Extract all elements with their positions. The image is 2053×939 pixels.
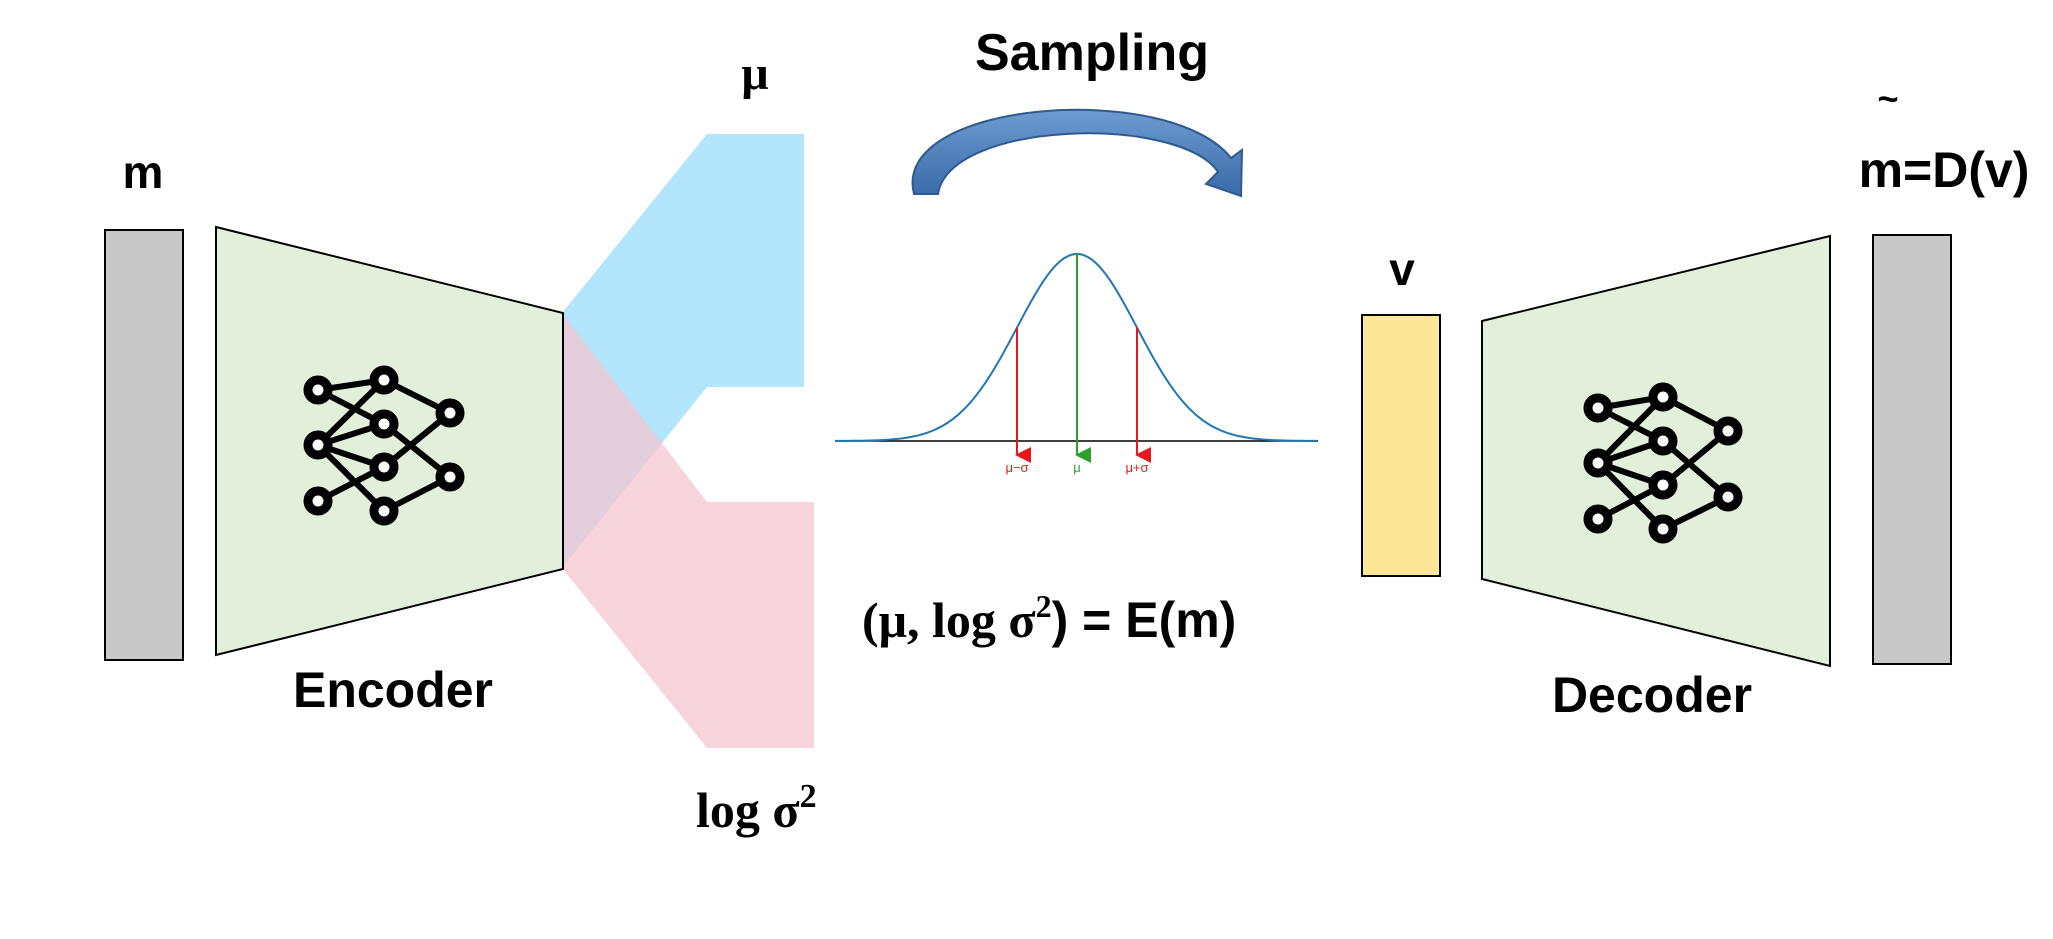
decoder-label: Decoder [1552, 667, 1752, 723]
sampling-label: Sampling [975, 24, 1209, 82]
logvar-wedge [562, 313, 814, 748]
output-label: m=D(v) [1859, 142, 2030, 198]
gaussian-plot: μ−σ μ μ+σ [835, 252, 1318, 475]
encoder-label: Encoder [293, 662, 493, 718]
tick-plus-sigma: μ+σ [1125, 460, 1148, 475]
input-block [104, 229, 184, 661]
encoder-block [215, 225, 564, 657]
equation-label: (μ, log σ2) = E(m) [862, 588, 1236, 648]
decoder-network-icon [1583, 382, 1743, 544]
output-block [1872, 234, 1952, 665]
sampling-arrow-icon [911, 108, 1244, 198]
mu-label: μ [741, 47, 768, 100]
input-label: m [123, 146, 164, 198]
latent-block [1361, 314, 1441, 577]
output-accent: ~ [1877, 78, 1898, 119]
latent-label: v [1389, 243, 1415, 295]
encoder-network-icon [303, 365, 465, 526]
tick-mu: μ [1073, 460, 1081, 475]
tick-minus-sigma: μ−σ [1005, 460, 1028, 475]
logvar-label: log σ2 [696, 778, 817, 838]
